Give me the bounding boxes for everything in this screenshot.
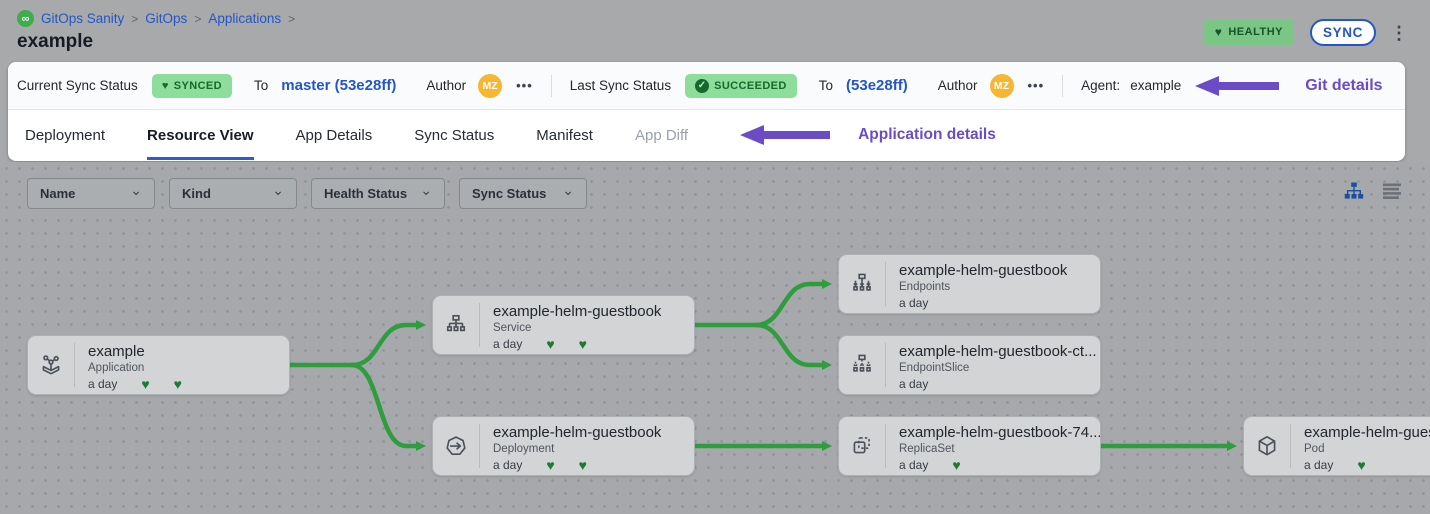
divider (551, 75, 552, 97)
agent-label: Agent: (1081, 78, 1120, 93)
deployment-icon (443, 433, 469, 459)
kebab-menu-icon[interactable]: ⋮ (1390, 20, 1408, 46)
git-details-annotation: Git details (1305, 77, 1382, 95)
graph-node-pod[interactable]: example-helm-guest Pod a day ♥ (1243, 416, 1430, 476)
application-details-annotation: Application details (858, 126, 996, 144)
sync-status-bar: Current Sync Status ♥ SYNCED To master (… (8, 62, 1405, 110)
pod-icon (1254, 433, 1280, 459)
node-title: example (88, 343, 182, 361)
edge-example-to-deployment (352, 365, 418, 446)
node-kind: Pod (1304, 443, 1430, 456)
health-heart-icon: ♥ (579, 459, 587, 472)
application-icon (38, 352, 64, 378)
tab-manifest[interactable]: Manifest (536, 110, 593, 160)
node-title: example-helm-guestbook (899, 262, 1067, 280)
author-avatar[interactable]: MZ (990, 74, 1014, 98)
gitops-logo-icon: ∞ (17, 10, 34, 27)
health-heart-icon: ♥ (579, 338, 587, 351)
edge-service-to-endpoints (756, 284, 824, 325)
breadcrumb-link-gitops[interactable]: GitOps (145, 11, 187, 26)
application-details-arrow-icon (740, 122, 832, 148)
replicaset-icon (849, 433, 875, 459)
author-label: Author (426, 78, 466, 93)
divider (1062, 75, 1063, 97)
health-heart-icon: ♥ (546, 459, 554, 472)
edge-example-to-service (352, 325, 418, 365)
synced-badge-label: SYNCED (174, 80, 222, 92)
breadcrumb-link-applications[interactable]: Applications (208, 11, 281, 26)
breadcrumb: ∞ GitOps Sanity > GitOps > Applications … (17, 10, 302, 27)
tab-app-diff[interactable]: App Diff (635, 110, 688, 160)
health-heart-icon: ♥ (546, 338, 554, 351)
check-circle-icon: ✓ (695, 79, 709, 93)
tab-sync-status[interactable]: Sync Status (414, 110, 494, 160)
service-icon (443, 312, 469, 338)
node-kind: Deployment (493, 443, 661, 456)
to-label: To (254, 78, 268, 93)
node-age: a day (899, 296, 928, 310)
health-badge-label: HEALTHY (1228, 26, 1283, 38)
current-sync-target-link[interactable]: master (53e28ff) (281, 77, 396, 94)
more-options-icon[interactable]: ••• (516, 78, 533, 93)
author-avatar[interactable]: MZ (478, 74, 502, 98)
health-status-badge: ♥ HEALTHY (1204, 19, 1294, 45)
node-title: example-helm-guestbook (493, 424, 661, 442)
tab-resource-view[interactable]: Resource View (147, 110, 253, 160)
node-age: a day (899, 377, 928, 391)
top-header: ∞ GitOps Sanity > GitOps > Applications … (0, 0, 1430, 62)
last-sync-status-label: Last Sync Status (570, 78, 671, 93)
graph-node-application-example[interactable]: example Application a day ♥ ♥ (27, 335, 290, 395)
node-kind: Application (88, 362, 182, 375)
node-age: a day (493, 337, 522, 351)
breadcrumb-link-gitops-sanity[interactable]: GitOps Sanity (41, 11, 124, 26)
graph-node-replicaset[interactable]: example-helm-guestbook-74... ReplicaSet … (838, 416, 1101, 476)
node-title: example-helm-guest (1304, 424, 1430, 442)
node-age: a day (88, 377, 117, 391)
author-label: Author (938, 78, 978, 93)
health-heart-icon: ♥ (1357, 459, 1365, 472)
heart-icon: ♥ (1215, 25, 1223, 39)
succeeded-badge: ✓ SUCCEEDED (685, 74, 797, 98)
breadcrumb-separator: > (288, 12, 295, 26)
node-kind: ReplicaSet (899, 443, 1100, 456)
node-kind: Service (493, 322, 661, 335)
page-title: example (17, 31, 93, 53)
node-title: example-helm-guestbook-74... (899, 424, 1100, 442)
git-details-arrow-icon (1195, 73, 1281, 99)
synced-badge: ♥ SYNCED (152, 74, 232, 98)
edge-service-to-endpointslice (756, 325, 824, 365)
health-heart-icon: ♥ (141, 378, 149, 391)
app-tabs: Deployment Resource View App Details Syn… (8, 110, 1405, 160)
app-details-card: Current Sync Status ♥ SYNCED To master (… (8, 62, 1405, 161)
graph-node-deployment[interactable]: example-helm-guestbook Deployment a day … (432, 416, 695, 476)
health-heart-icon: ♥ (952, 459, 960, 472)
agent-value: example (1130, 78, 1181, 93)
node-title: example-helm-guestbook-ct... (899, 343, 1097, 361)
tab-deployment[interactable]: Deployment (25, 110, 105, 160)
current-sync-status-label: Current Sync Status (17, 78, 138, 93)
breadcrumb-separator: > (131, 12, 138, 26)
to-label: To (819, 78, 833, 93)
node-age: a day (1304, 458, 1333, 472)
sync-button[interactable]: SYNC (1310, 19, 1376, 46)
node-kind: Endpoints (899, 281, 1067, 294)
endpointslice-icon (849, 352, 875, 378)
graph-node-service[interactable]: example-helm-guestbook Service a day ♥ ♥ (432, 295, 695, 355)
graph-node-endpoints[interactable]: example-helm-guestbook Endpoints a day (838, 254, 1101, 314)
breadcrumb-separator: > (194, 12, 201, 26)
health-heart-icon: ♥ (174, 378, 182, 391)
node-age: a day (493, 458, 522, 472)
last-sync-target-link[interactable]: (53e28ff) (846, 77, 908, 94)
succeeded-badge-label: SUCCEEDED (714, 80, 787, 92)
more-options-icon[interactable]: ••• (1028, 78, 1045, 93)
tab-app-details[interactable]: App Details (296, 110, 373, 160)
resource-graph-canvas[interactable]: Name ⌄ Kind ⌄ Health Status ⌄ Sync Statu… (0, 162, 1430, 514)
heart-icon: ♥ (162, 80, 169, 92)
node-title: example-helm-guestbook (493, 303, 661, 321)
graph-node-endpointslice[interactable]: example-helm-guestbook-ct... EndpointSli… (838, 335, 1101, 395)
node-age: a day (899, 458, 928, 472)
endpoints-icon (849, 271, 875, 297)
node-kind: EndpointSlice (899, 362, 1097, 375)
